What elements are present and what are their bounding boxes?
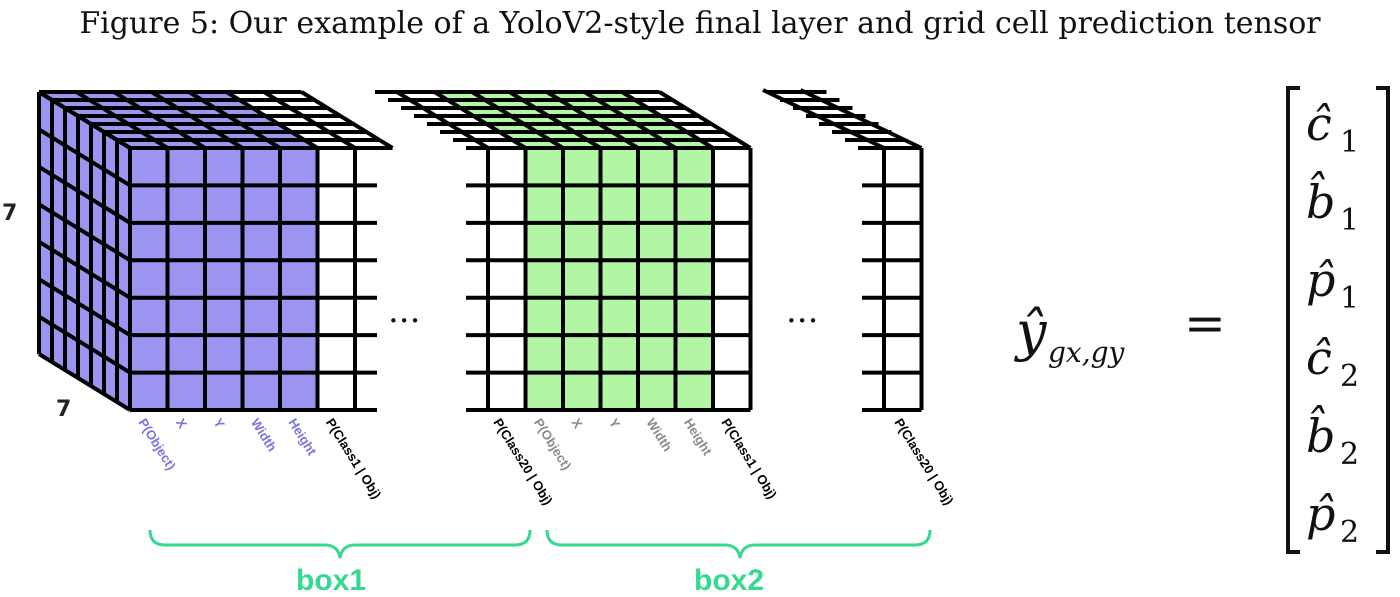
side-grid-h [37, 202, 132, 262]
ellipsis-1: ... [388, 291, 420, 331]
box2-front-face [525, 148, 713, 410]
figure-caption: Figure 5: Our example of a YoloV2-style … [79, 6, 1321, 41]
vector-entry-subscript: 2 [1340, 359, 1359, 394]
box1-label: box1 [296, 564, 366, 597]
grid-height-label: 7 [2, 201, 17, 226]
side-grid-h [37, 127, 132, 188]
vector-entry-subscript: 2 [1340, 437, 1359, 472]
box1-channel-label: P(Object) [135, 416, 178, 473]
equation-equals: = [1184, 294, 1226, 352]
vector-entry: ĉ [1306, 97, 1332, 151]
vector-entry-subscript: 2 [1340, 515, 1359, 550]
box2-brace [545, 529, 932, 559]
box1-first-class-label: P(Class1 | Obj) [323, 416, 384, 502]
box1-channel-label: Height [285, 416, 320, 459]
vector-entry-subscript: 1 [1340, 281, 1359, 316]
box1-front-face [130, 148, 318, 410]
equation-lhs: ŷ [1014, 300, 1048, 363]
side-grid-h [37, 352, 132, 412]
box1-brace [148, 529, 532, 559]
box1-channel-label: Y [210, 416, 227, 432]
box2-channel-label: Y [606, 416, 623, 432]
grid-width-label: 7 [56, 397, 71, 422]
left-bracket [1286, 86, 1300, 554]
right-bracket [1376, 86, 1390, 554]
box2-last-class-label: P(Class20 | Obj) [891, 416, 956, 508]
side-grid-h [37, 165, 132, 225]
vector-entry: b̂ [1306, 170, 1335, 229]
vector-entry: ĉ [1306, 331, 1332, 385]
vector-entry: p̂ [1306, 253, 1335, 307]
vector-entry: b̂ [1306, 404, 1335, 463]
vector-entry-subscript: 1 [1340, 203, 1359, 238]
equation-lhs-subscript: gx,gy [1048, 336, 1126, 369]
box2-channel-label: X [568, 416, 585, 432]
ellipsis-2: ... [786, 291, 818, 331]
box2-channel-label: Height [681, 416, 716, 459]
side-grid-h [37, 277, 132, 337]
box2-label: box2 [694, 564, 764, 597]
box2-channel-label: Width [643, 416, 675, 455]
side-grid-h [37, 240, 132, 300]
tensor-cube [37, 88, 924, 412]
box1-channel-label: X [173, 416, 190, 432]
vector-entry-subscript: 1 [1340, 125, 1359, 160]
box2-channel-label: P(Object) [531, 416, 574, 473]
box1-channel-label: Width [248, 416, 280, 455]
side-grid-h [37, 314, 132, 375]
vector-entry: p̂ [1306, 487, 1335, 541]
box2-first-class-label: P(Class1 | Obj) [718, 416, 779, 502]
